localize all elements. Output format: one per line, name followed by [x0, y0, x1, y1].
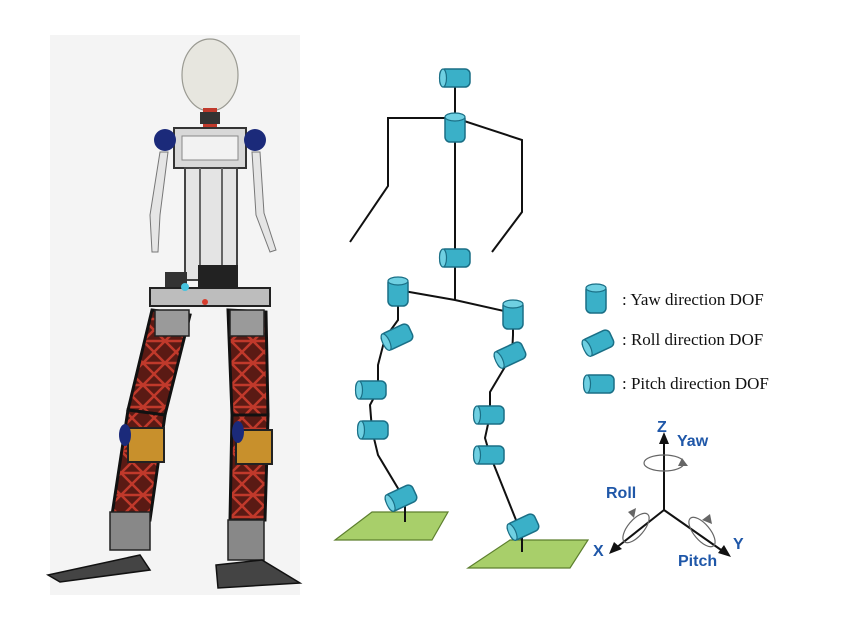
- joint-right-hip-roll: [491, 339, 529, 371]
- robot-arms: [149, 129, 277, 253]
- joint-left-hip-roll: [378, 321, 416, 353]
- roll-rotation-arrow: [622, 512, 650, 544]
- robot-left-leg: [45, 308, 192, 583]
- joint-left-knee: [356, 420, 389, 440]
- joint-left-ankle: [382, 482, 420, 514]
- pitch-rotation-arrow: [688, 516, 716, 548]
- legend-roll-icon: [579, 327, 617, 359]
- axis-pitch-label: Pitch: [678, 553, 717, 570]
- axis-y-label: Y: [733, 536, 744, 553]
- robot-torso: [165, 127, 247, 292]
- robot-render: [45, 35, 303, 595]
- axis-x-label: X: [593, 543, 604, 560]
- joint-left-hip-yaw: [387, 276, 409, 307]
- joint-left-hip-pitch: [354, 380, 387, 400]
- joint-neck: [438, 68, 471, 88]
- legend-pitch-label: : Pitch direction DOF: [622, 374, 769, 393]
- joint-waist: [438, 248, 471, 268]
- legend-yaw-icon: [585, 283, 607, 314]
- left-foot-plate: [333, 505, 450, 541]
- right-foot-plate: [466, 535, 590, 569]
- robot-right-leg: [215, 308, 303, 589]
- legend-roll-label: : Roll direction DOF: [622, 330, 763, 349]
- axis-triad: Z Yaw Roll X Pitch Y: [593, 419, 744, 570]
- joint-chest: [444, 112, 466, 143]
- axis-z-label: Z: [657, 419, 667, 436]
- legend-yaw-label: : Yaw direction DOF: [622, 290, 764, 309]
- joint-right-hip-yaw: [502, 299, 524, 330]
- kinematic-skeleton: [349, 78, 523, 546]
- legend-pitch-icon: [582, 374, 615, 394]
- legend: : Yaw direction DOF : Roll direction DOF…: [579, 283, 769, 394]
- joint-right-ankle: [504, 511, 542, 543]
- axis-yaw-label: Yaw: [677, 433, 709, 450]
- robot-head: [181, 38, 239, 112]
- joint-right-hip-pitch: [472, 405, 505, 425]
- joint-right-knee: [472, 445, 505, 465]
- axis-roll-label: Roll: [606, 485, 636, 502]
